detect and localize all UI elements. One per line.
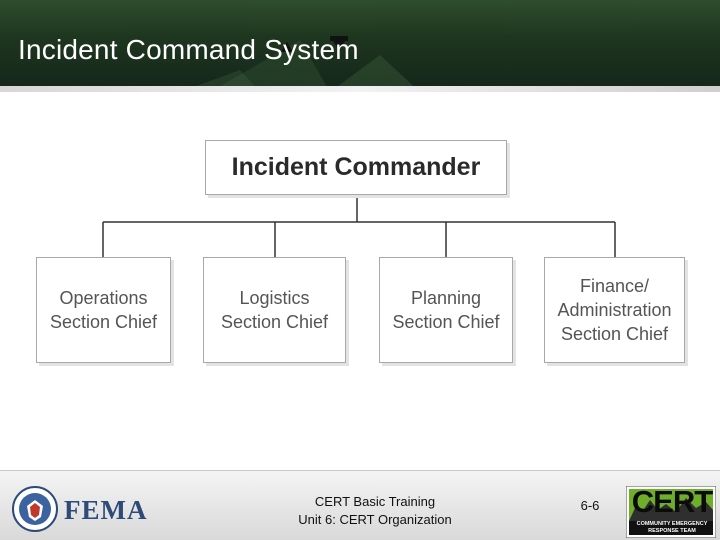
dhs-seal-icon — [12, 486, 58, 532]
cert-logo-text: CERT — [631, 484, 713, 519]
up-arrow-icon — [281, 42, 293, 52]
finance-administration-section-chief-box: Finance/ Administration Section Chief — [544, 257, 685, 363]
fema-logo: FEMA — [64, 495, 148, 525]
title-bar: Incident Command System — [0, 0, 720, 92]
logistics-section-chief-box: Logistics Section Chief — [203, 257, 346, 363]
cert-logo-subtext-2: RESPONSE TEAM — [648, 528, 696, 534]
cert-logo-subtext-1: COMMUNITY EMERGENCY — [636, 521, 708, 527]
footer-course: CERT Basic Training — [314, 494, 436, 509]
operations-section-chief-box: Operations Section Chief — [36, 257, 171, 363]
incident-commander-box: Incident Commander — [205, 140, 507, 195]
planning-section-chief-box: Planning Section Chief — [379, 257, 513, 363]
down-arrow-icon — [330, 36, 348, 41]
cert-logo-icon — [626, 486, 716, 538]
footer-unit: Unit 6: CERT Organization — [298, 512, 452, 527]
footer-bar — [0, 470, 720, 540]
page-title: Incident Command System — [18, 34, 359, 65]
page-number: 6-6 — [580, 498, 600, 513]
